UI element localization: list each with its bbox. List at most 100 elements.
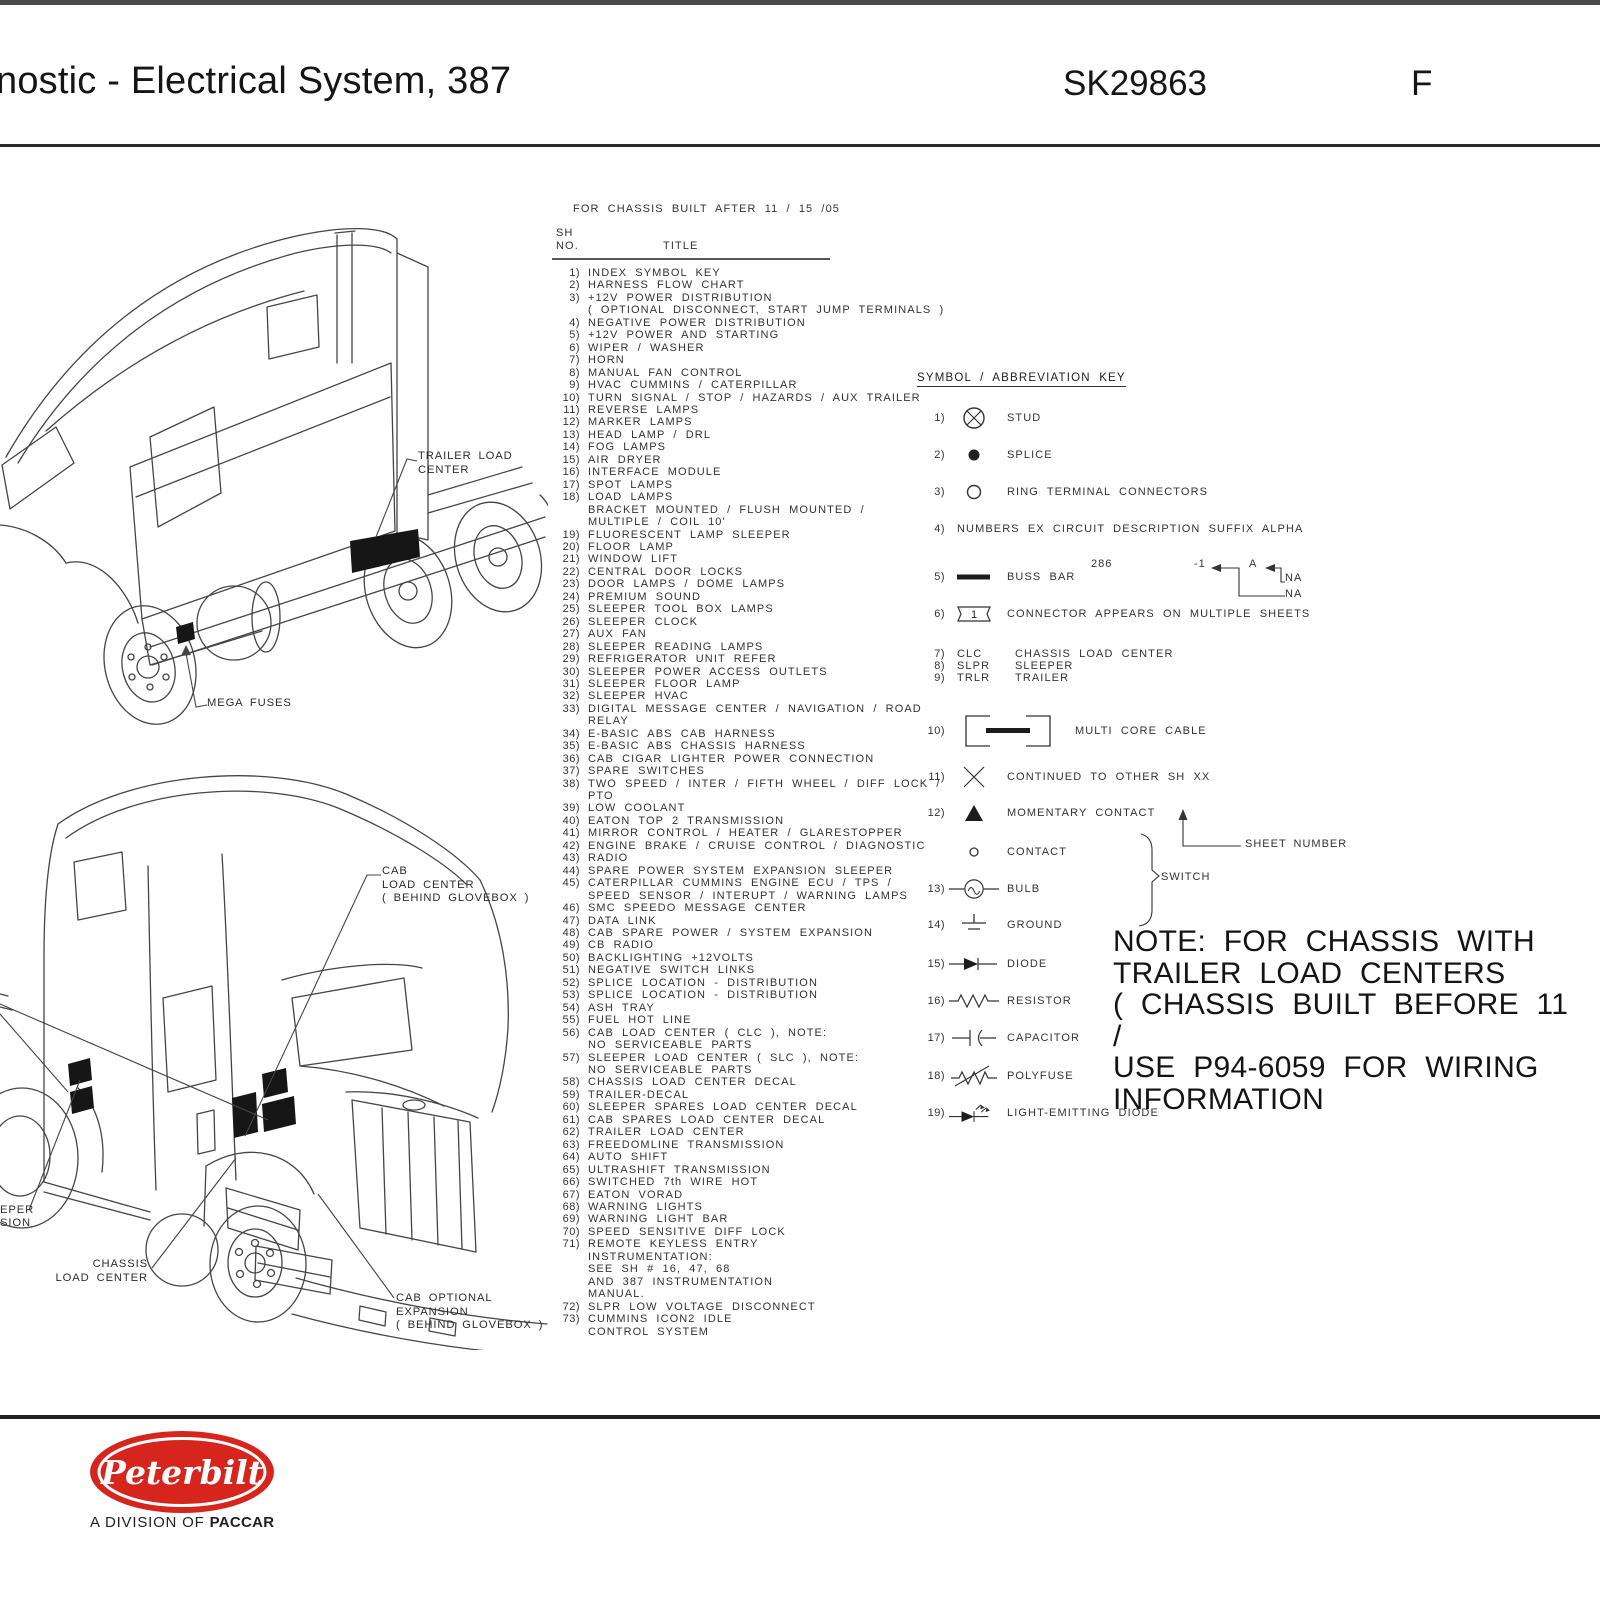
symbol-key-row: 4)NUMBERS EX CIRCUIT DESCRIPTION SUFFIX … [915, 509, 1303, 549]
sheet-title: CB RADIO [588, 939, 654, 952]
sheet-title: WARNING LIGHT BAR [588, 1213, 729, 1226]
symbol-key-label: CONNECTOR APPEARS ON MULTIPLE SHEETS [1007, 608, 1311, 620]
symbol-key-number: 2) [934, 449, 945, 461]
sheet-title: CHASSIS LOAD CENTER DECAL [588, 1076, 797, 1089]
sheet-list-item: 24)PREMIUM SOUND [556, 591, 956, 603]
symbol-key-row: 16)RESISTOR [915, 981, 1072, 1021]
sheet-title: FUEL HOT LINE [588, 1014, 692, 1027]
abbreviation: CLC [957, 648, 983, 660]
symbol-key-label: CONTINUED TO OTHER SH XX [1007, 771, 1211, 783]
sheet-title: NEGATIVE POWER DISTRIBUTION [588, 316, 806, 329]
sheet-title: FOG LAMPS [588, 441, 667, 454]
sheet-title: E-BASIC ABS CAB HARNESS [588, 727, 776, 740]
cab-load-center-label: CAB LOAD CENTER ( BEHIND GLOVEBOX ) [382, 865, 530, 904]
symbol-key-label: LIGHT-EMITTING DIODE [1007, 1107, 1159, 1119]
symbol-abbreviation-key: SYMBOL / ABBREVIATION KEY 286 -1 A NA NA… [915, 372, 1575, 1172]
sheet-list-item: 71)REMOTE KEYLESS ENTRY INSTRUMENTATION:… [556, 1238, 956, 1300]
sheet-number: 43) [562, 852, 580, 865]
cut-label-fragment: EPER SION [0, 1204, 35, 1229]
sheet-number: 38) [562, 777, 580, 790]
sheet-title: ENGINE BRAKE / CRUISE CONTROL / DIAGNOST… [588, 839, 926, 852]
sheet-title: CAB CIGAR LIGHTER POWER CONNECTION [588, 752, 875, 765]
sheet-number: 15) [562, 453, 580, 466]
sheet-number: 56) [562, 1026, 580, 1039]
symbol-key-row: 3)RING TERMINAL CONNECTORS [915, 472, 1208, 512]
sheet-number: 70) [562, 1225, 580, 1238]
sheet-list-item: 35)E-BASIC ABS CHASSIS HARNESS [556, 740, 956, 752]
sheet-number: 1) [569, 267, 580, 279]
sheet-list-item: 2)HARNESS FLOW CHART [556, 279, 956, 291]
sheet-title: WARNING LIGHTS [588, 1200, 703, 1213]
sheet-number: 72) [562, 1300, 580, 1313]
symbol-key-row: 13)BULB [915, 869, 1040, 909]
bulb-icon [949, 879, 999, 899]
circuit-example-lines [1211, 564, 1285, 597]
truck-front-quarter-drawing [0, 775, 548, 1350]
sheet-number: 41) [562, 827, 580, 840]
cut-label-leader-2 [0, 1013, 69, 1093]
sheet-number: 48) [562, 927, 580, 940]
sheet-number: 67) [562, 1188, 580, 1201]
sheet-list-item: 42)ENGINE BRAKE / CRUISE CONTROL / DIAGN… [556, 840, 956, 852]
symbol-key-number: 18) [927, 1070, 945, 1082]
sheet-title: FLUORESCENT LAMP SLEEPER [588, 528, 791, 541]
mega-fuses-label: MEGA FUSES [207, 697, 292, 709]
sheet-list-item: 63)FREEDOMLINE TRANSMISSION [556, 1139, 956, 1151]
sleeper-expansion-leader [28, 1079, 81, 1211]
page-title: nostic - Electrical System, 387 [0, 60, 512, 102]
sheet-title: MARKER LAMPS [588, 416, 693, 429]
sheet-list-item: 59)TRAILER-DECAL [556, 1089, 956, 1101]
sheet-number: 40) [562, 814, 580, 827]
symbol-key-row: 14)GROUND [915, 905, 1063, 945]
built-after-note: FOR CHASSIS BUILT AFTER 11 / 15 /05 [573, 203, 841, 215]
sheet-list-item: 27)AUX FAN [556, 628, 956, 640]
symbol-key-number: 9) [934, 672, 945, 684]
trailer-load-center-label: TRAILER LOAD CENTER [418, 450, 513, 476]
diode-icon [949, 958, 997, 970]
sheet-list-item: 26)SLEEPER CLOCK [556, 616, 956, 628]
symbol-key-number: 17) [927, 1032, 945, 1044]
sheet-list-item: 15)AIR DRYER [556, 454, 956, 466]
mega-fuses-arrowhead [181, 645, 191, 656]
sheet-number: 2) [569, 279, 580, 292]
sheet-number: 61) [562, 1113, 580, 1126]
sheet-list-item: 45)CATERPILLAR CUMMINS ENGINE ECU / TPS … [556, 877, 956, 902]
sheet-title: MIRROR CONTROL / HEATER / GLARESTOPPER [588, 827, 903, 840]
sheet-title: SLPR LOW VOLTAGE DISCONNECT [588, 1300, 816, 1313]
chassis-load-center-leader [151, 1157, 237, 1269]
sheet-list-item: 18)LOAD LAMPS BRACKET MOUNTED / FLUSH MO… [556, 491, 956, 528]
sheet-number: 19) [562, 528, 580, 541]
symbol-key-row: 17)CAPACITOR [915, 1018, 1080, 1058]
sheet-title: SLEEPER TOOL BOX LAMPS [588, 603, 774, 616]
polyfuse-icon [951, 1065, 997, 1087]
sheet-title: SLEEPER LOAD CENTER ( SLC ), NOTE: NO SE… [588, 1051, 860, 1076]
symbol-key-number: 1) [934, 412, 945, 424]
sheet-number: 58) [562, 1076, 580, 1089]
sheet-title: SPARE POWER SYSTEM EXPANSION SLEEPER [588, 864, 894, 877]
capacitor-icon [952, 1029, 996, 1047]
sheet-number: 36) [562, 752, 580, 765]
sheet-title: TURN SIGNAL / STOP / HAZARDS / AUX TRAIL… [588, 391, 921, 404]
symbol-key-number: 8) [934, 660, 945, 672]
sheet-title: CATERPILLAR CUMMINS ENGINE ECU / TPS / S… [588, 877, 908, 902]
sheet-number: 55) [562, 1014, 580, 1027]
sheet-title: HORN [588, 354, 625, 367]
sheet-list-item: 73)CUMMINS ICON2 IDLE CONTROL SYSTEM [556, 1313, 956, 1338]
sheet-title: BACKLIGHTING +12VOLTS [588, 951, 754, 964]
sheet-number: 53) [562, 989, 580, 1002]
cab-expansion-patch [232, 1092, 258, 1138]
sheet-list-item: 31)SLEEPER FLOOR LAMP [556, 678, 956, 690]
symbol-key-row: 18)POLYFUSE [915, 1056, 1074, 1096]
symbol-key-label: SLEEPER [1015, 660, 1074, 672]
ring-terminal-icon [966, 484, 982, 500]
sheet-title: SPOT LAMPS [588, 478, 674, 491]
buss-bar-icon [957, 574, 990, 580]
sheet-number: 44) [562, 864, 580, 877]
led-icon [949, 1104, 991, 1122]
sheet-list-item: 9)HVAC CUMMINS / CATERPILLAR [556, 379, 956, 391]
sheet-number: 11) [563, 403, 580, 416]
sheet-number: 59) [562, 1088, 580, 1101]
sheet-title: EATON VORAD [588, 1188, 684, 1201]
